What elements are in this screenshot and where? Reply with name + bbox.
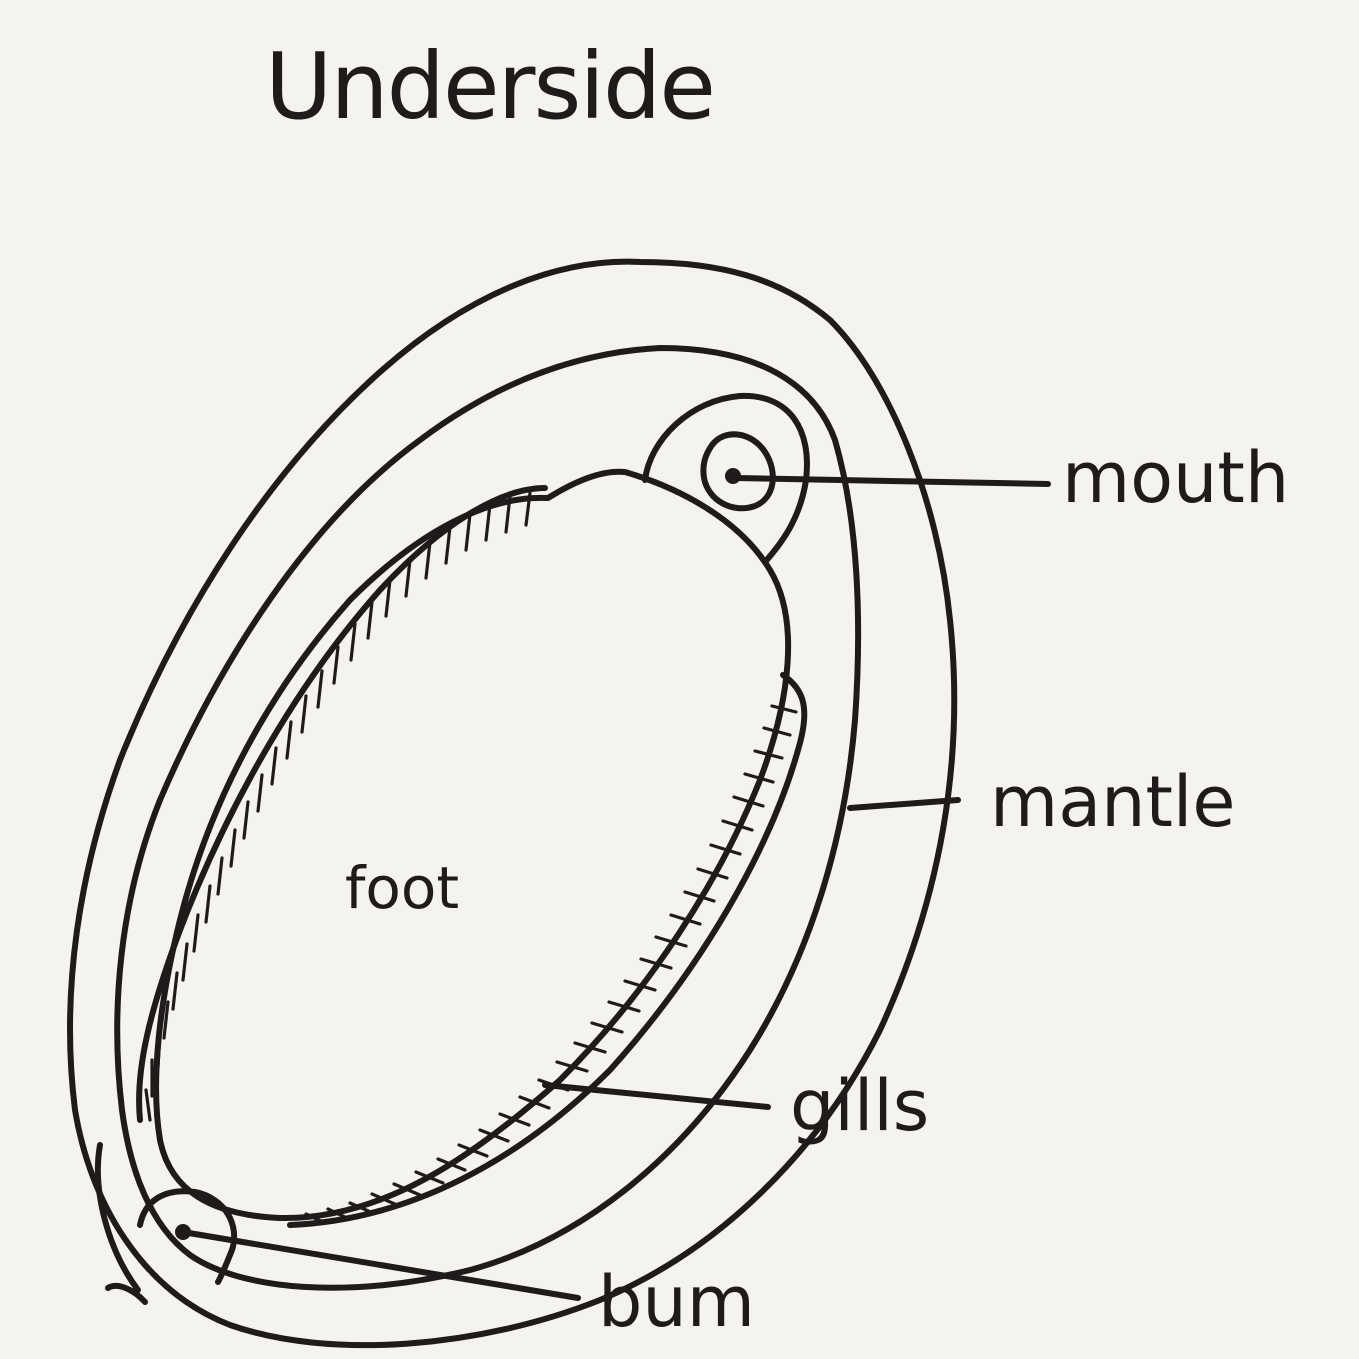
mouth-opening — [700, 431, 776, 512]
left-gills-hatching — [144, 491, 532, 1122]
label-mouth: mouth — [1062, 437, 1289, 519]
foot-outline — [153, 468, 792, 1222]
diagram-title: Underside — [265, 33, 714, 140]
mantle-leader — [847, 797, 961, 811]
mouth-leader — [732, 475, 1051, 487]
bum-lobe — [137, 1188, 238, 1285]
gills-leader — [542, 1082, 771, 1110]
left-gill-edge — [136, 485, 548, 1123]
right-gill-edge — [287, 672, 808, 1228]
label-gills: gills — [790, 1065, 929, 1147]
bum-leader — [180, 1229, 581, 1301]
mantle-outline — [114, 345, 862, 1291]
label-foot: foot — [345, 854, 459, 922]
label-mantle: mantle — [990, 761, 1235, 843]
mouth-lobe — [642, 392, 810, 565]
right-gills-hatching — [304, 704, 798, 1225]
shell-notch — [94, 1142, 148, 1305]
label-bum: bum — [598, 1261, 755, 1343]
shell-outline — [67, 258, 958, 1349]
